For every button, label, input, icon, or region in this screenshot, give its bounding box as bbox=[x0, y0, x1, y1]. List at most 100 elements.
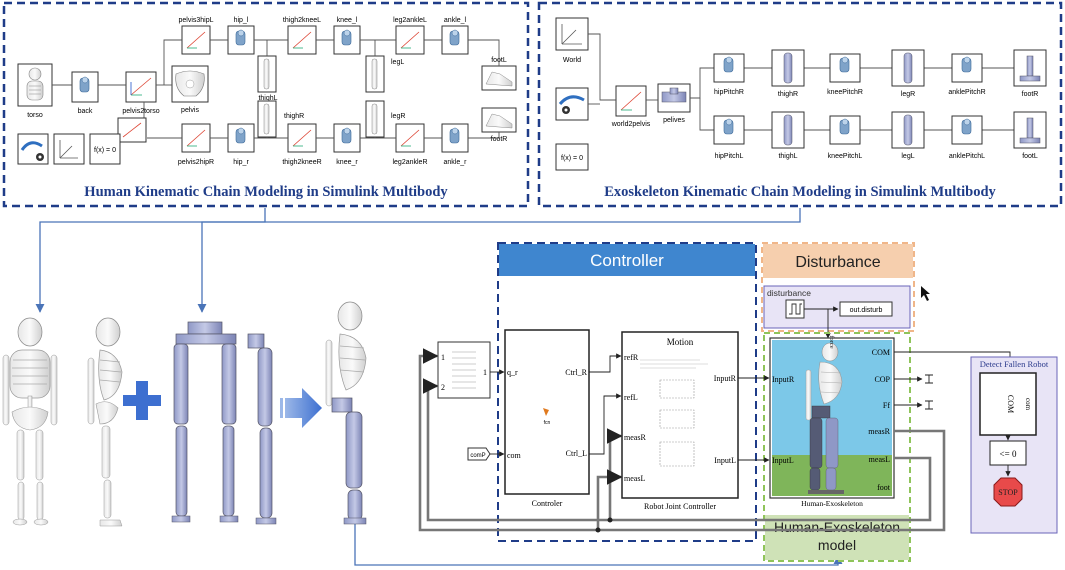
disturbance-border bbox=[761, 242, 915, 332]
controler-out-ctrl-l: Ctrl_L bbox=[566, 449, 587, 458]
junction-dot bbox=[595, 527, 601, 533]
model-out-measR: measR bbox=[868, 427, 890, 436]
stop-label: STOP bbox=[998, 488, 1018, 497]
signal-lines bbox=[490, 353, 770, 463]
controller-border bbox=[497, 242, 757, 542]
exo-thighL-label: thighL bbox=[778, 153, 797, 160]
pulse-generator-block[interactable] bbox=[785, 299, 805, 319]
revolute-joint-icon bbox=[79, 76, 90, 93]
to-workspace-label: out.disturb bbox=[850, 307, 883, 314]
model-out-ff: Ff bbox=[883, 401, 890, 410]
controler-label: Controler bbox=[532, 499, 563, 508]
exo-foot-icon bbox=[1019, 55, 1041, 82]
motion-in-measL: measL bbox=[624, 474, 645, 483]
exo-fx-label: f(x) = 0 bbox=[561, 155, 583, 162]
revolute-joint-icon bbox=[341, 127, 352, 144]
junction-dot bbox=[607, 517, 613, 523]
ankle-l-label: ankle_l bbox=[444, 17, 467, 24]
human-exo-combined-figure bbox=[325, 301, 367, 525]
knee-l-label: knee_l bbox=[337, 17, 358, 24]
exo-footL-label: footL bbox=[1022, 153, 1038, 160]
world2pelvis-block[interactable] bbox=[615, 85, 647, 117]
comp-from-tag[interactable] bbox=[467, 447, 491, 461]
thighL-label: thighL bbox=[258, 95, 277, 102]
revolute-joint-icon bbox=[723, 118, 734, 135]
tibia-bone-icon bbox=[371, 103, 378, 135]
disturbance-header bbox=[763, 244, 913, 278]
exo-leg-icon bbox=[903, 52, 913, 84]
disturbance-label: disturbance bbox=[767, 288, 811, 298]
comp-tag-label: comP bbox=[470, 453, 485, 459]
pelvis-bone-icon bbox=[175, 70, 205, 97]
mux-in-2: 2 bbox=[441, 383, 445, 392]
gear-icon bbox=[20, 141, 44, 161]
terminator-icon bbox=[925, 400, 933, 410]
rigid-transform-icon bbox=[186, 31, 206, 49]
rigid-transform-icon bbox=[400, 129, 420, 147]
rigid-transform-icon bbox=[292, 129, 312, 147]
human-lower-connections bbox=[143, 102, 500, 139]
com-selector-label: COM bbox=[1006, 395, 1015, 413]
exo-panel-border bbox=[537, 1, 1063, 208]
exo-fx-block[interactable] bbox=[555, 143, 589, 171]
right-arrow-icon bbox=[280, 388, 322, 428]
skeleton-side-figure bbox=[87, 317, 123, 527]
exo-panel: Exoskeleton Kinematic Chain Modeling in … bbox=[537, 1, 1063, 208]
thigh2kneeR-label: thigh2kneeR bbox=[282, 159, 321, 166]
mux-out: 1 bbox=[483, 368, 487, 377]
mux-block[interactable] bbox=[437, 341, 491, 399]
pelvis2hipR-label: pelvis2hipR bbox=[178, 159, 214, 166]
motion-out-inputL: InputL bbox=[714, 456, 736, 465]
to-workspace-block[interactable] bbox=[839, 301, 893, 317]
exo-footR-label: footR bbox=[1022, 91, 1039, 98]
pelvis2torso-label: pelvis2torso bbox=[122, 108, 159, 115]
controler-out-ctrl-r: Ctrl_R bbox=[565, 368, 587, 377]
compare-block[interactable] bbox=[989, 440, 1027, 466]
com-selector-block[interactable] bbox=[979, 372, 1037, 436]
anklePitchL-label: anklePitchL bbox=[949, 153, 985, 160]
fx-block[interactable] bbox=[89, 133, 121, 165]
legL-label: legL bbox=[391, 59, 404, 66]
motion-group: Motion refR refL measR measL InputR Inpu… bbox=[621, 331, 739, 511]
model-out-foot: foot bbox=[877, 483, 891, 492]
revolute-joint-icon bbox=[449, 127, 460, 144]
detect-title: Detect Fallen Robot bbox=[980, 359, 1049, 369]
exoskeleton-front-figure bbox=[171, 321, 239, 523]
model-title-line2: model bbox=[818, 537, 856, 553]
cursor-icon bbox=[921, 286, 930, 301]
leg2ankleL-block[interactable] bbox=[395, 25, 425, 55]
revolute-joint-icon bbox=[961, 56, 972, 73]
plus-icon bbox=[123, 381, 161, 420]
exoskeleton-side-figure bbox=[247, 333, 277, 525]
pelives-label: pelives bbox=[663, 117, 685, 124]
stop-block[interactable] bbox=[993, 477, 1023, 507]
thighR-label: thighR bbox=[284, 113, 304, 120]
human-panel-title: Human Kinematic Chain Modeling in Simuli… bbox=[84, 184, 448, 200]
exo-connections bbox=[588, 33, 1014, 131]
rigid-transform-icon bbox=[122, 122, 142, 138]
motion-in-refR: refR bbox=[624, 353, 639, 362]
combined-robot-figure bbox=[805, 342, 844, 494]
motion-block[interactable] bbox=[621, 331, 739, 499]
revolute-joint-icon bbox=[449, 29, 460, 46]
knee-r-label: knee_r bbox=[336, 159, 358, 166]
world2pelvis-label: world2pelvis bbox=[611, 121, 651, 128]
foot-bone-icon bbox=[485, 113, 513, 129]
controller-header bbox=[499, 244, 755, 276]
back-label: back bbox=[78, 108, 93, 115]
femur-bone-icon bbox=[263, 58, 270, 90]
hipPitchR-label: hipPitchR bbox=[714, 89, 744, 96]
comp-tag-group: comP bbox=[467, 447, 505, 461]
compare-label: <= 0 bbox=[1000, 449, 1017, 459]
human-upper-connections bbox=[52, 39, 500, 86]
mux-icon bbox=[452, 351, 476, 389]
revolute-joint-icon bbox=[235, 127, 246, 144]
anklePitchR-label: anklePitchR bbox=[948, 89, 985, 96]
exo-thigh-icon bbox=[783, 114, 793, 146]
torso-icon bbox=[26, 67, 44, 101]
thigh2kneeL-label: thigh2kneeL bbox=[283, 17, 321, 24]
model-out-cop: COP bbox=[874, 375, 890, 384]
motion-inner-subsystems bbox=[640, 359, 708, 467]
rigid-transform-icon bbox=[186, 129, 206, 147]
human-exoskeleton-label: Human-Exoskeleton bbox=[801, 499, 863, 508]
